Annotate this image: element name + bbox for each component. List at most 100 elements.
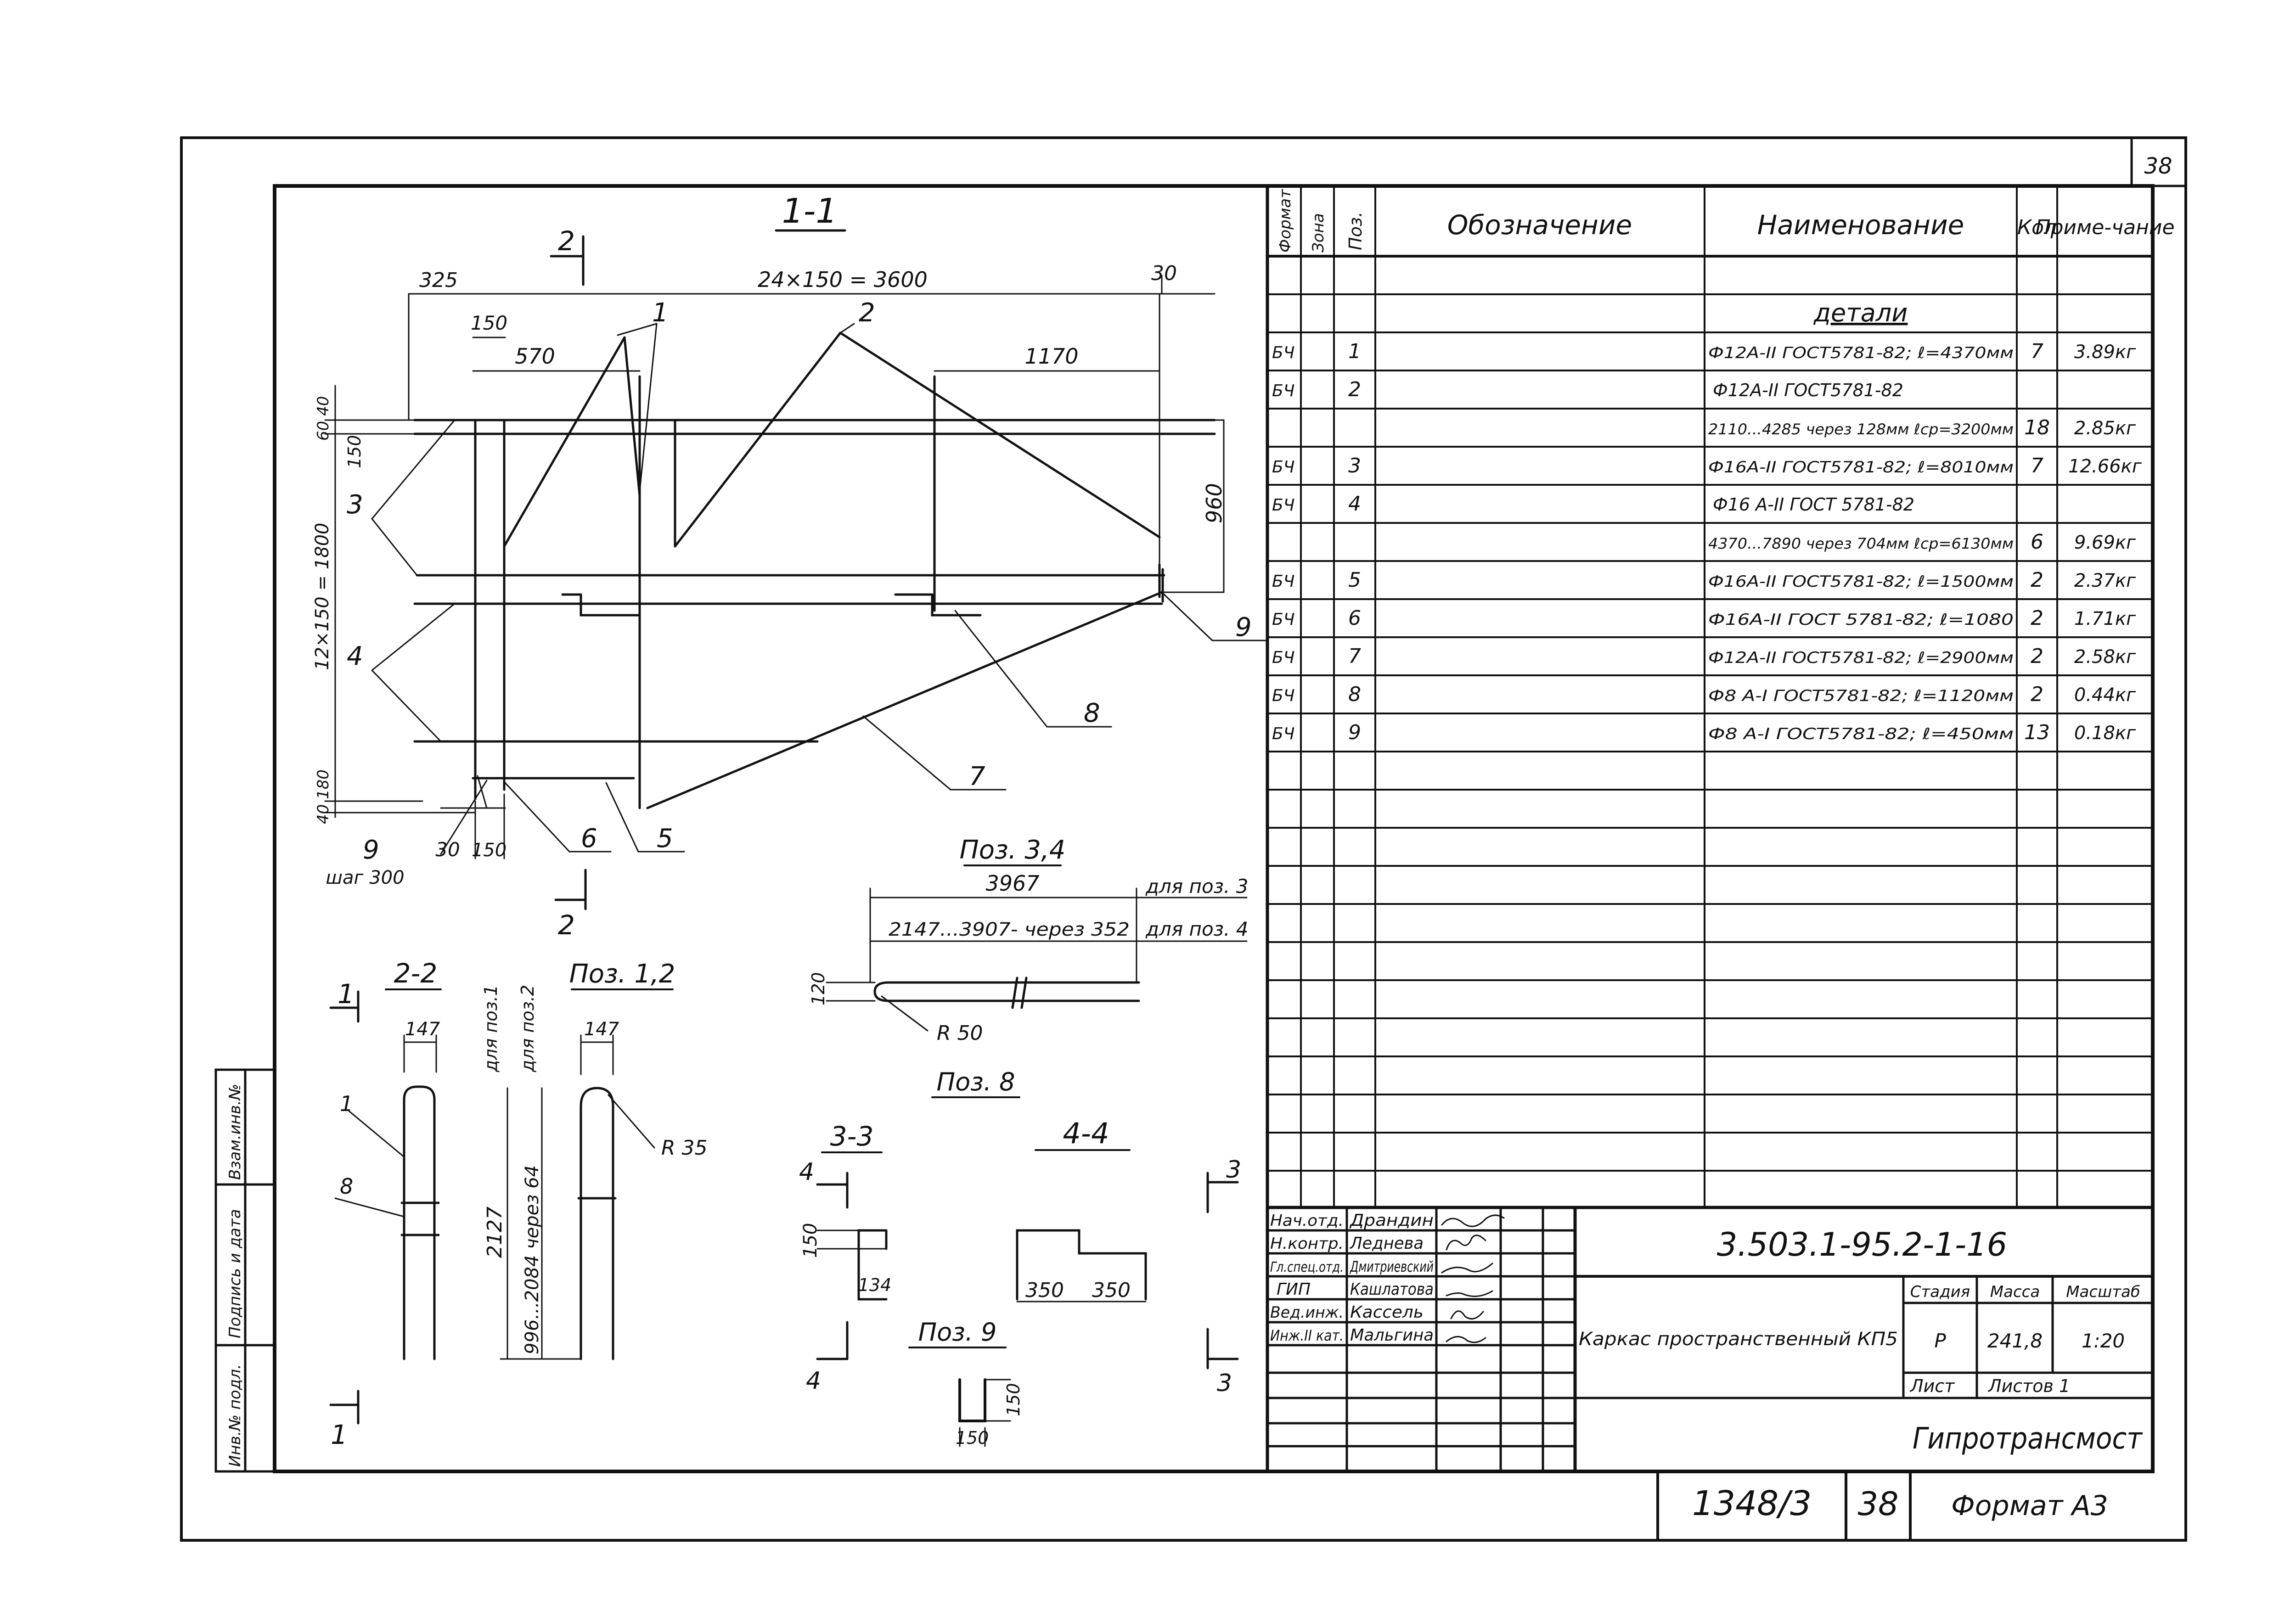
dim-960: 960 [1202,483,1227,523]
album-sheet: 38 [1857,1485,1898,1523]
range-1-2: 996...2084 через 64 [522,1165,543,1354]
spec-row: БЧ 6 Ф16А-II ГОСТ 5781-82; ℓ=1080 2 1.71… [1272,606,2136,630]
row-qty: 2 [2031,683,2043,706]
doc-code: 3.503.1-95.2-1-16 [1717,1226,2007,1263]
row-name: Ф16А-II ГОСТ 5781-82; ℓ=1080 [1708,611,2014,629]
row-note: 0.18кг [2074,723,2136,744]
for-pos-3: для поз. 3 [1145,875,1248,898]
callout-3: 3 [347,490,363,520]
row-format: БЧ [1272,572,1294,591]
person-name: Драндин [1349,1211,1434,1230]
spec-row: БЧ 4 Ф16 А-II ГОСТ 5781-82 [1272,492,1914,516]
row-format: БЧ [1272,382,1294,400]
col-qty: Кол [2017,216,2057,239]
label-8-2-2: 8 [340,1174,353,1199]
view-4-4: 4-4 350 350 3 3 [1016,1117,1241,1397]
dim-1170: 1170 [1024,344,1078,369]
format-label: Формат А3 [1951,1490,2108,1522]
org-name: Гипротрансмост [1913,1422,2143,1456]
row-qty: 2 [2031,606,2043,630]
row-pos: 8 [1348,683,1361,706]
spec-row: 2110...4285 через 128мм ℓср=3200мм 18 2.… [1708,416,2136,439]
view-pos-8: Поз. 8 [931,1067,1020,1098]
row-name: Ф8 А-I ГОСТ5781-82; ℓ=450мм [1708,725,2014,743]
section-marker-labels: 2 2 1 1 [331,225,575,1450]
row-qty: 6 [2031,530,2043,554]
dim-150-pos9-v: 150 [1003,1383,1024,1416]
sheet-number-box [2130,136,2187,187]
dimension-lines [324,275,1225,859]
dim-150-3-3: 150 [800,1223,821,1258]
title-block [1266,1206,2155,1473]
person-name: Дмитриевский [1350,1258,1434,1275]
r50-label: R 50 [937,1022,983,1045]
row-qty: 2 [2031,645,2043,668]
main-bars [413,419,1216,780]
dim-120: 120 [808,972,828,1005]
dim-134: 134 [858,1275,892,1295]
stage-label: Стадия [1910,1283,1970,1301]
callout-numbers: 1 2 3 4 5 6 7 8 9 9 [347,298,1252,865]
person-name: Кассель [1350,1303,1424,1322]
row-note: 2.85кг [2074,418,2136,439]
view-pos-9: Поз. 9 150 150 [908,1318,1024,1448]
inclined-bars [503,331,1163,809]
col-format: Формат [1276,189,1294,253]
mark-4-left-top: 4 [799,1158,814,1186]
row-format: БЧ [1272,343,1294,362]
row-name: Ф8 А-I ГОСТ5781-82; ℓ=1120мм [1708,687,2014,705]
row-format: БЧ [1272,724,1294,743]
side-fields: Инв.№ подл. Подпись и дата Взам.инв.№ [214,1068,276,1473]
row-format: БЧ [1272,610,1294,629]
signatures [1441,1214,1505,1343]
mass-value: 241,8 [1987,1330,2043,1352]
dim-left-vertical: 12×150 = 1800 [312,522,333,670]
row-format: БЧ [1272,648,1294,667]
dim-3967: 3967 [985,871,1039,896]
view-4-4-title: 4-4 [1063,1117,1109,1150]
dim-30-bottom: 30 [435,838,460,861]
row-name: 2110...4285 через 128мм ℓср=3200мм [1708,421,2014,438]
mark-2-top: 2 [558,225,575,257]
mark-1-bottom: 1 [331,1419,348,1450]
view-pos-1-2: Поз. 1,2 147 для поз.1 для поз.2 2127 99… [481,959,708,1360]
row-format: БЧ [1272,458,1294,477]
sheet-number: 38 [2144,153,2172,179]
scale-label: Масштаб [2066,1283,2140,1301]
side-field-sign: Подпись и дата [226,1209,244,1338]
callout-6: 6 [581,824,597,853]
row-format: БЧ [1272,686,1294,705]
dim-60-40: 60 40 [314,396,332,441]
spec-row: БЧ 8 Ф8 А-I ГОСТ5781-82; ℓ=1120мм 2 0.44… [1272,683,2136,706]
person-role: Инж.II кат. [1270,1327,1344,1344]
row-qty: 13 [2024,721,2050,744]
person-name: Мальгина [1350,1326,1434,1345]
mark-3-right-top: 3 [1226,1156,1241,1184]
view-2-2-title: 2-2 [394,958,438,989]
r35-label: R 35 [661,1136,708,1160]
row-name: Ф12А-II ГОСТ5781-82; ℓ=4370мм [1708,344,2014,362]
row-pos: 9 [1348,721,1361,744]
mark-3-right-bottom: 3 [1217,1370,1232,1397]
spec-body: детали БЧ 1 Ф12А-II ГОСТ5781-82; ℓ=4370м… [1272,298,2142,744]
for-pos-2: для поз.2 [518,985,538,1072]
mark-4-left-bottom: 4 [806,1367,821,1395]
row-qty: 7 [2031,340,2043,363]
spec-row: БЧ 1 Ф12А-II ГОСТ5781-82; ℓ=4370мм 7 3.8… [1272,340,2136,363]
col-note: Приме-чание [2035,216,2174,239]
album-number: 1348/3 [1692,1484,1812,1523]
person-role: Вед.инж. [1270,1303,1344,1322]
row-name: Ф12А-II ГОСТ5781-82 [1713,380,1903,400]
pos-3-4-title: Поз. 3,4 [960,835,1066,865]
person-role: Нач.отд. [1270,1212,1344,1230]
range-3-4: 2147...3907- через 352 [889,919,1130,940]
dim-150-bottom: 150 [472,840,506,861]
dim-350-a: 350 [1025,1279,1064,1302]
dim-147-a: 147 [405,1019,440,1040]
row-pos: 4 [1348,492,1361,516]
callout-5: 5 [657,824,673,853]
view-3-3: 3-3 4 4 150 134 [799,1121,891,1395]
col-zone: Зона [1309,213,1328,253]
spec-section-title: детали [1813,298,1908,327]
